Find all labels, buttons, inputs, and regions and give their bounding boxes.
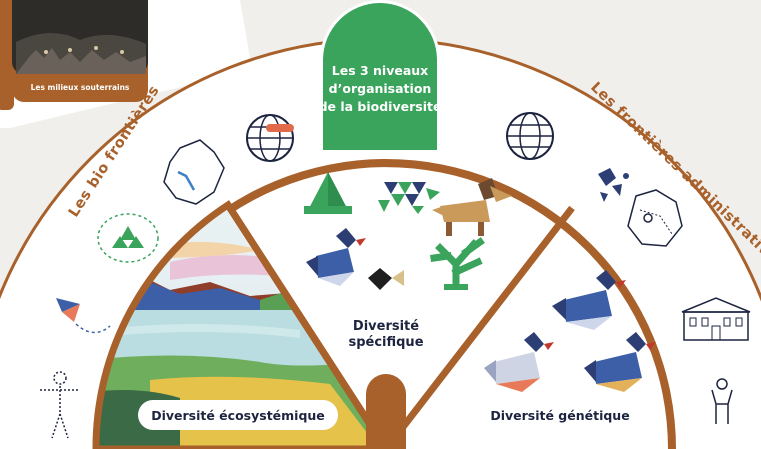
- center-title-tab: Les 3 niveaux d’organisation de la biodi…: [319, 0, 442, 150]
- genetic-label: Diversité génétique: [490, 408, 629, 423]
- rock-icon: [368, 268, 404, 290]
- town-hall-icon: [681, 297, 751, 341]
- coral-icon: [430, 237, 485, 290]
- turtle-icon: [378, 182, 440, 214]
- france-map-icon: [163, 139, 225, 205]
- center-title-line1: Les 3 niveaux: [332, 63, 429, 78]
- duck-icon: [552, 270, 626, 330]
- human-body-icon: [40, 371, 80, 439]
- center-title-line2: d’organisation: [329, 81, 432, 96]
- bird-migration-icon: [56, 298, 111, 334]
- duck-icon: [584, 332, 656, 392]
- duck-icon: [306, 228, 366, 286]
- globe-icon: [246, 114, 294, 162]
- islands-map-icon: [598, 168, 629, 202]
- center-title-line3: de la biodiversité: [319, 99, 442, 114]
- globe-icon: [506, 112, 554, 160]
- forest-area-icon: [97, 213, 159, 263]
- species-section[interactable]: Diversité spécifique: [304, 172, 512, 350]
- ecosystem-pill: [138, 400, 338, 430]
- pin-map-icon: [627, 189, 683, 247]
- cave-card[interactable]: Les milieux souterrains: [0, 0, 252, 128]
- deer-icon: [432, 178, 512, 236]
- genetic-section[interactable]: Diversité génétique: [484, 270, 656, 423]
- duck-icon: [484, 332, 554, 392]
- person-icon: [711, 378, 733, 424]
- tree-icon: [304, 172, 352, 214]
- ecosystem-label: Diversité écosystémique: [151, 408, 325, 423]
- center-post: [366, 374, 406, 449]
- cave-card-label: Les milieux souterrains: [31, 83, 130, 92]
- species-label-line2: spécifique: [348, 335, 423, 350]
- species-label-line1: Diversité: [353, 319, 419, 334]
